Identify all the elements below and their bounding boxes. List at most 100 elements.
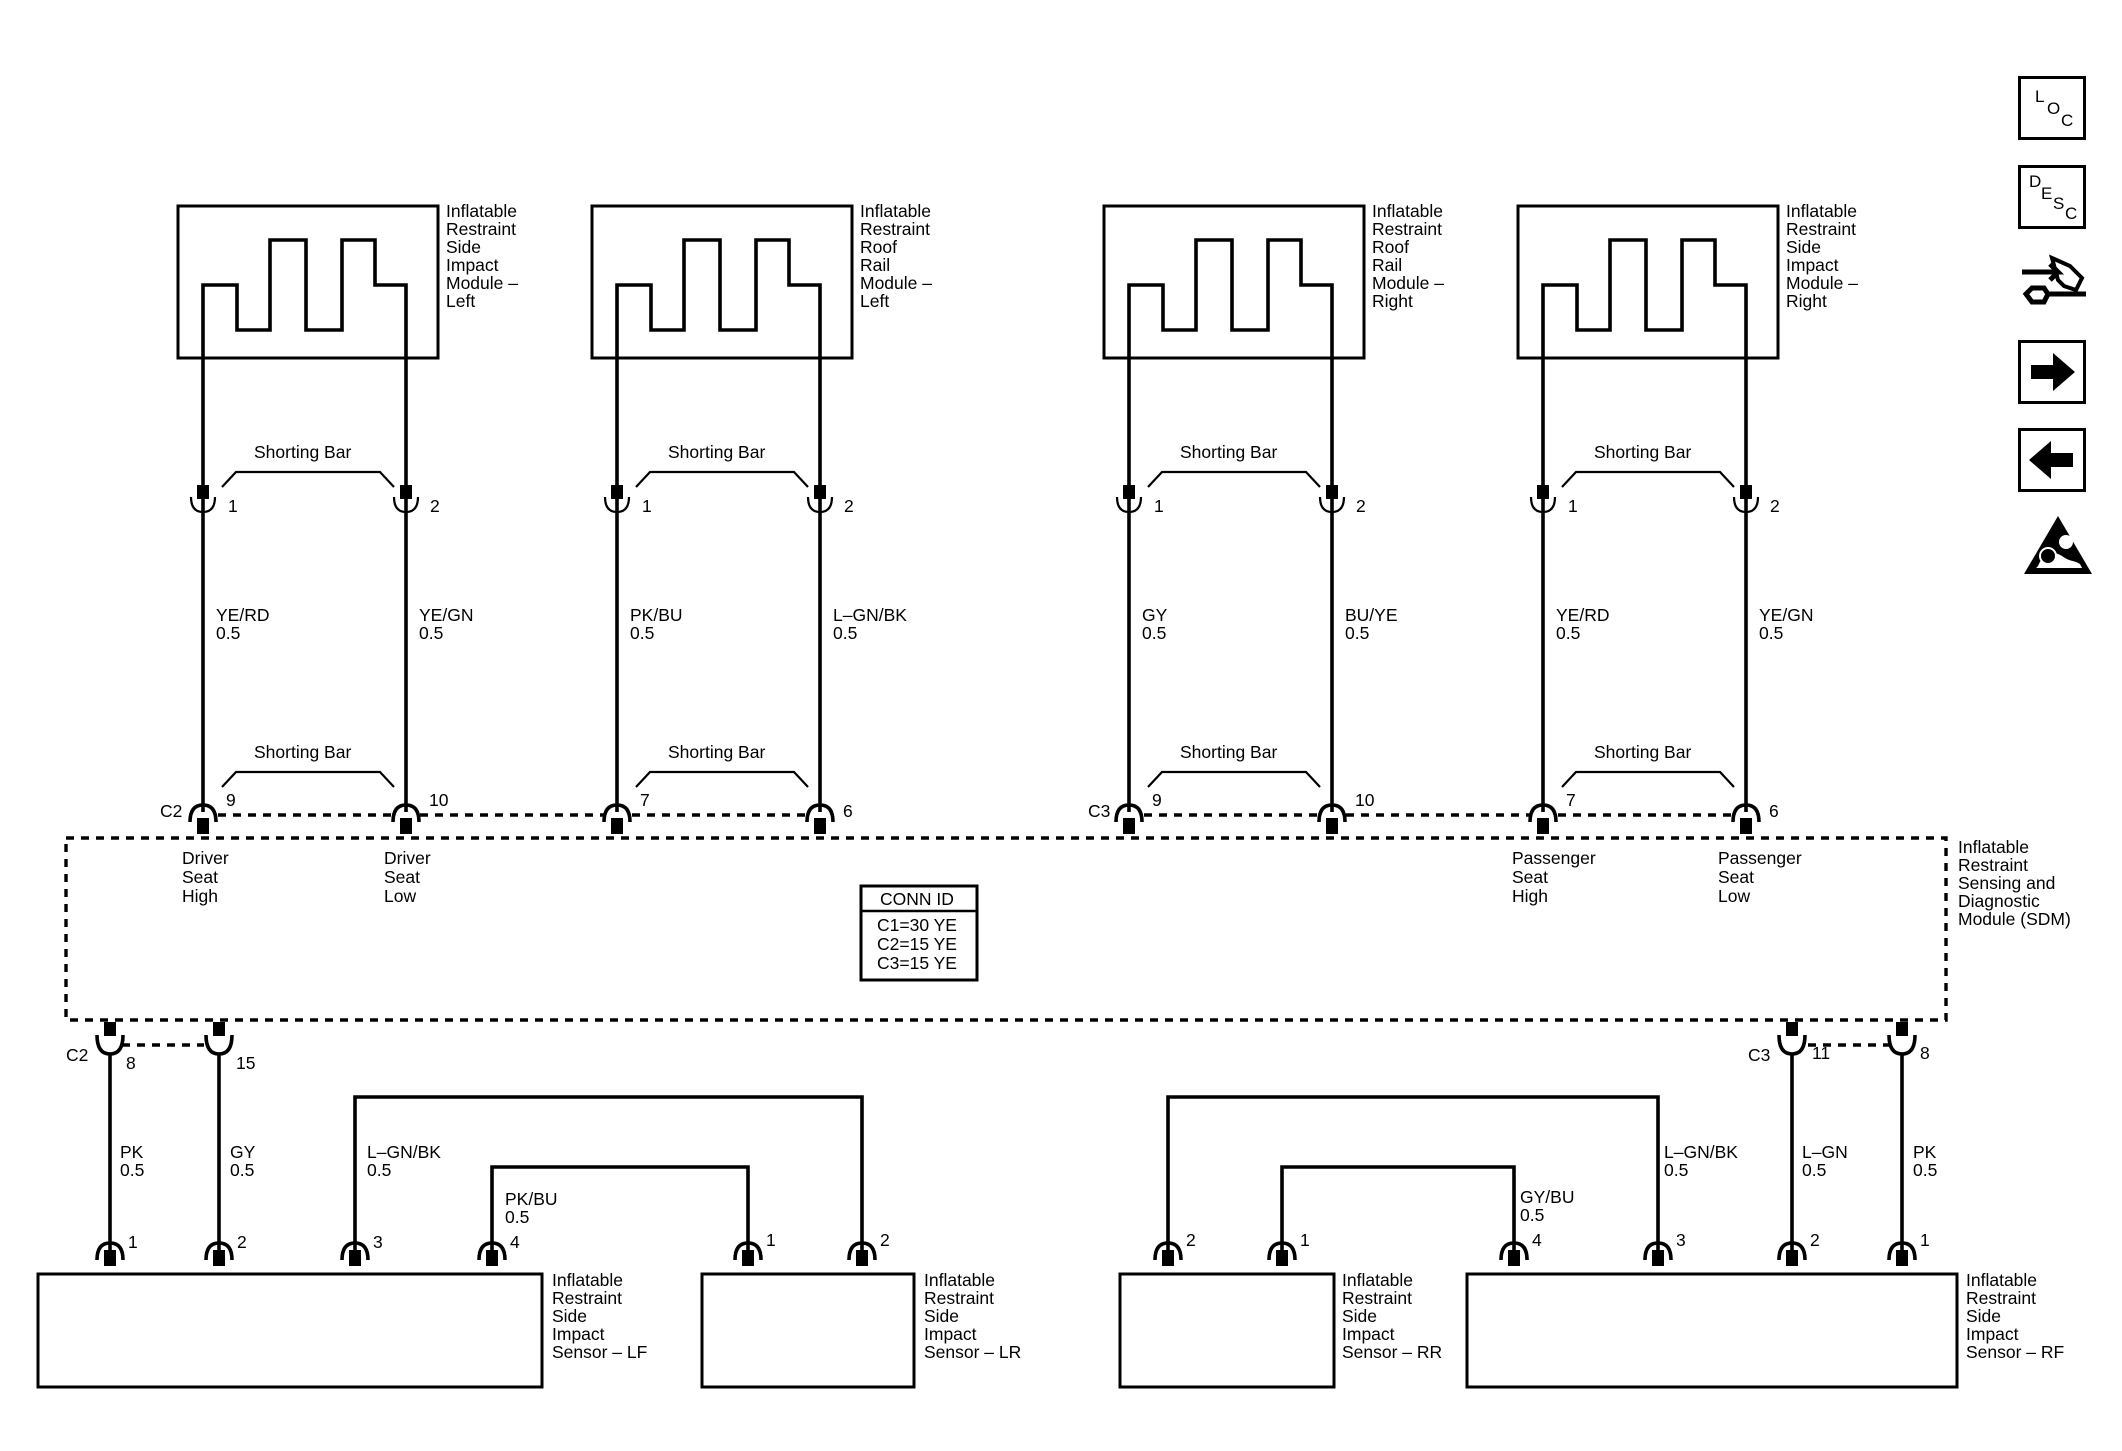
svg-text:1: 1 (1568, 496, 1578, 516)
svg-text:2: 2 (1356, 496, 1366, 516)
svg-text:Roof: Roof (1372, 237, 1409, 257)
svg-text:Seat: Seat (182, 867, 218, 887)
module-side-impact-right (1516, 204, 1780, 360)
svg-text:Shorting Bar: Shorting Bar (1180, 742, 1277, 762)
svg-text:Seat: Seat (384, 867, 420, 887)
svg-text:L–GN: L–GN (1802, 1142, 1848, 1162)
svg-text:YE/RD: YE/RD (216, 605, 269, 625)
svg-text:0.5: 0.5 (120, 1160, 144, 1180)
svg-text:2: 2 (430, 496, 440, 516)
connector-pin (806, 485, 834, 514)
desc-button[interactable]: D E S C (2018, 165, 2086, 229)
module-connector-pin-numbers: 1 2 1 2 1 2 1 2 (228, 496, 1780, 516)
svg-text:0.5: 0.5 (1759, 623, 1783, 643)
sensor-pin-numbers: 1 2 3 4 1 2 2 1 4 3 2 1 (128, 1230, 1930, 1252)
svg-text:10: 10 (429, 790, 449, 810)
svg-text:Right: Right (1372, 291, 1413, 311)
sdm-bottom-connectors: C2 8 15 C3 11 8 (66, 1022, 1930, 1073)
shorting-bars-lower: Shorting Bar Shorting Bar Shorting Bar S… (221, 742, 1735, 788)
label-module-roof-rail-right: Inflatable Restraint Roof Rail Module – … (1372, 201, 1444, 311)
sdm-pin-labels: Driver Seat High Driver Seat Low Passeng… (182, 848, 1802, 906)
svg-text:2: 2 (1770, 496, 1780, 516)
svg-text:Passenger: Passenger (1718, 848, 1802, 868)
svg-text:Inflatable: Inflatable (860, 201, 931, 221)
shorting-bars-upper: Shorting Bar Shorting Bar Shorting Bar S… (221, 442, 1735, 488)
svg-text:C3=15 YE: C3=15 YE (877, 953, 957, 973)
svg-text:6: 6 (843, 801, 853, 821)
svg-text:0.5: 0.5 (419, 623, 443, 643)
svg-text:0.5: 0.5 (216, 623, 240, 643)
svg-text:2: 2 (880, 1230, 890, 1250)
svg-text:L–GN/BK: L–GN/BK (833, 605, 907, 625)
svg-text:8: 8 (1920, 1043, 1930, 1063)
svg-text:PK/BU: PK/BU (630, 605, 683, 625)
loc-button[interactable]: L O C (2018, 76, 2086, 140)
svg-text:C1=30 YE: C1=30 YE (877, 915, 957, 935)
svg-text:Shorting Bar: Shorting Bar (668, 742, 765, 762)
label-module-side-impact-left: Inflatable Restraint Side Impact Module … (446, 201, 518, 311)
svg-text:YE/RD: YE/RD (1556, 605, 1609, 625)
svg-text:Seat: Seat (1512, 867, 1548, 887)
svg-text:Module –: Module – (860, 273, 932, 293)
module-side-impact-left (176, 204, 440, 360)
svg-text:1: 1 (642, 496, 652, 516)
label-module-roof-rail-left: Inflatable Restraint Roof Rail Module – … (860, 201, 932, 311)
svg-text:Driver: Driver (182, 848, 229, 868)
svg-text:0.5: 0.5 (1556, 623, 1580, 643)
svg-text:Inflatable: Inflatable (1342, 1270, 1413, 1290)
conn-id-table: CONN ID C1=30 YE C2=15 YE C3=15 YE (859, 884, 979, 982)
forward-arrow-icon[interactable] (2018, 340, 2086, 404)
svg-text:9: 9 (226, 790, 236, 810)
svg-text:Low: Low (384, 886, 416, 906)
svg-text:CONN ID: CONN ID (880, 889, 954, 909)
svg-text:Driver: Driver (384, 848, 431, 868)
svg-text:2: 2 (1186, 1230, 1196, 1250)
svg-text:Inflatable: Inflatable (924, 1270, 995, 1290)
sensor-lf-box (36, 1272, 544, 1389)
svg-text:Side: Side (1966, 1306, 2001, 1326)
svg-text:0.5: 0.5 (630, 623, 654, 643)
svg-text:1: 1 (766, 1230, 776, 1250)
module-roof-rail-right (1102, 204, 1366, 360)
svg-text:Restraint: Restraint (1786, 219, 1856, 239)
svg-text:11: 11 (1812, 1043, 1830, 1063)
svg-text:Shorting Bar: Shorting Bar (668, 442, 765, 462)
svg-text:C2=15 YE: C2=15 YE (877, 934, 957, 954)
svg-text:Sensor – RR: Sensor – RR (1342, 1342, 1442, 1362)
svg-text:10: 10 (1355, 790, 1375, 810)
svg-text:Side: Side (1342, 1306, 1377, 1326)
connector-pin (603, 485, 631, 514)
back-arrow-icon[interactable] (2018, 428, 2086, 492)
svg-text:Left: Left (860, 291, 889, 311)
svg-text:Restraint: Restraint (1342, 1288, 1412, 1308)
svg-text:L–GN/BK: L–GN/BK (1664, 1142, 1738, 1162)
airbag-warning-icon (2022, 512, 2094, 578)
svg-text:1: 1 (1300, 1230, 1310, 1250)
component-locator-icon[interactable] (2018, 250, 2090, 318)
connector-pin (1732, 485, 1760, 514)
svg-text:Impact: Impact (924, 1324, 977, 1344)
connector-pin (1115, 485, 1143, 514)
svg-text:PK: PK (120, 1142, 144, 1162)
svg-text:Left: Left (446, 291, 475, 311)
svg-text:Shorting Bar: Shorting Bar (254, 742, 351, 762)
svg-text:BU/YE: BU/YE (1345, 605, 1398, 625)
svg-text:High: High (182, 886, 218, 906)
connector-pin (1318, 485, 1346, 514)
svg-text:2: 2 (237, 1232, 247, 1252)
svg-text:Restraint: Restraint (1372, 219, 1442, 239)
svg-text:PK/BU: PK/BU (505, 1189, 558, 1209)
svg-text:4: 4 (1532, 1230, 1542, 1250)
svg-text:0.5: 0.5 (1142, 623, 1166, 643)
svg-text:Diagnostic: Diagnostic (1958, 891, 2040, 911)
svg-text:Restraint: Restraint (1966, 1288, 2036, 1308)
svg-text:Restraint: Restraint (924, 1288, 994, 1308)
svg-text:3: 3 (1676, 1230, 1686, 1250)
svg-text:L–GN/BK: L–GN/BK (367, 1142, 441, 1162)
svg-text:Impact: Impact (1786, 255, 1839, 275)
svg-text:7: 7 (640, 790, 650, 810)
svg-text:GY/BU: GY/BU (1520, 1187, 1574, 1207)
svg-text:Passenger: Passenger (1512, 848, 1596, 868)
svg-text:C3: C3 (1088, 801, 1110, 821)
